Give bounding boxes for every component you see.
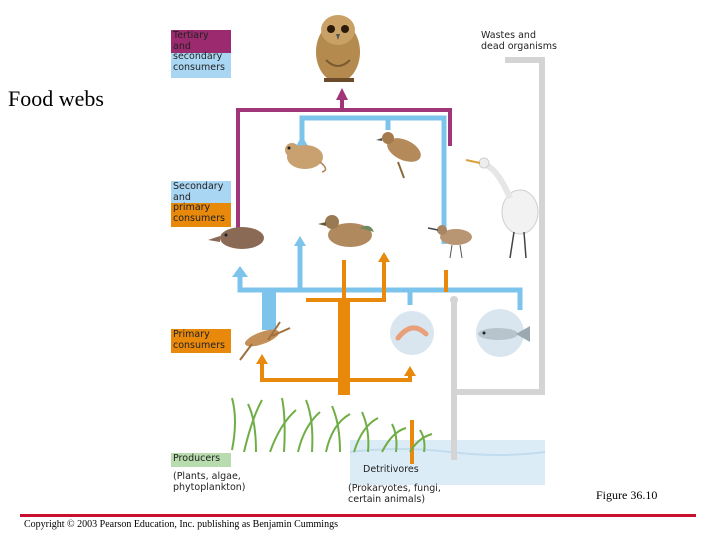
producers-label: Producers (171, 453, 231, 467)
sandpiper-icon (427, 225, 472, 259)
mouse-icon (285, 143, 327, 173)
grasshopper-icon (239, 321, 291, 361)
copyright-text: Copyright © 2003 Pearson Education, Inc.… (24, 519, 338, 530)
shrew-icon (208, 227, 264, 249)
producers-detail: (Plants, algae, phytoplankton) (173, 471, 246, 493)
wastes-arrow (451, 57, 545, 460)
secondary-label: Secondary and primary consumers (171, 181, 231, 227)
secondary-arrows (237, 115, 523, 310)
water-icon (349, 440, 546, 485)
wastes-label: Wastes and dead organisms (481, 30, 557, 52)
grass-icon (231, 397, 433, 453)
fish-icon (478, 326, 530, 342)
detritivores-detail: (Prokaryotes, fungi, certain animals) (348, 483, 441, 505)
primary-label: Primary consumers (171, 329, 231, 353)
shrimp-icon (395, 325, 429, 341)
detritivores-label: Detritivores (361, 464, 441, 477)
tertiary-label: Tertiary and secondary consumers (171, 30, 231, 78)
duck-icon (318, 215, 374, 247)
page-title: Food webs (8, 86, 104, 111)
sparrow-icon (376, 132, 421, 179)
figure-label: Figure 36.10 (596, 488, 658, 502)
egret-icon (465, 157, 539, 259)
owl-icon (316, 15, 360, 82)
bottom-divider (20, 514, 696, 517)
